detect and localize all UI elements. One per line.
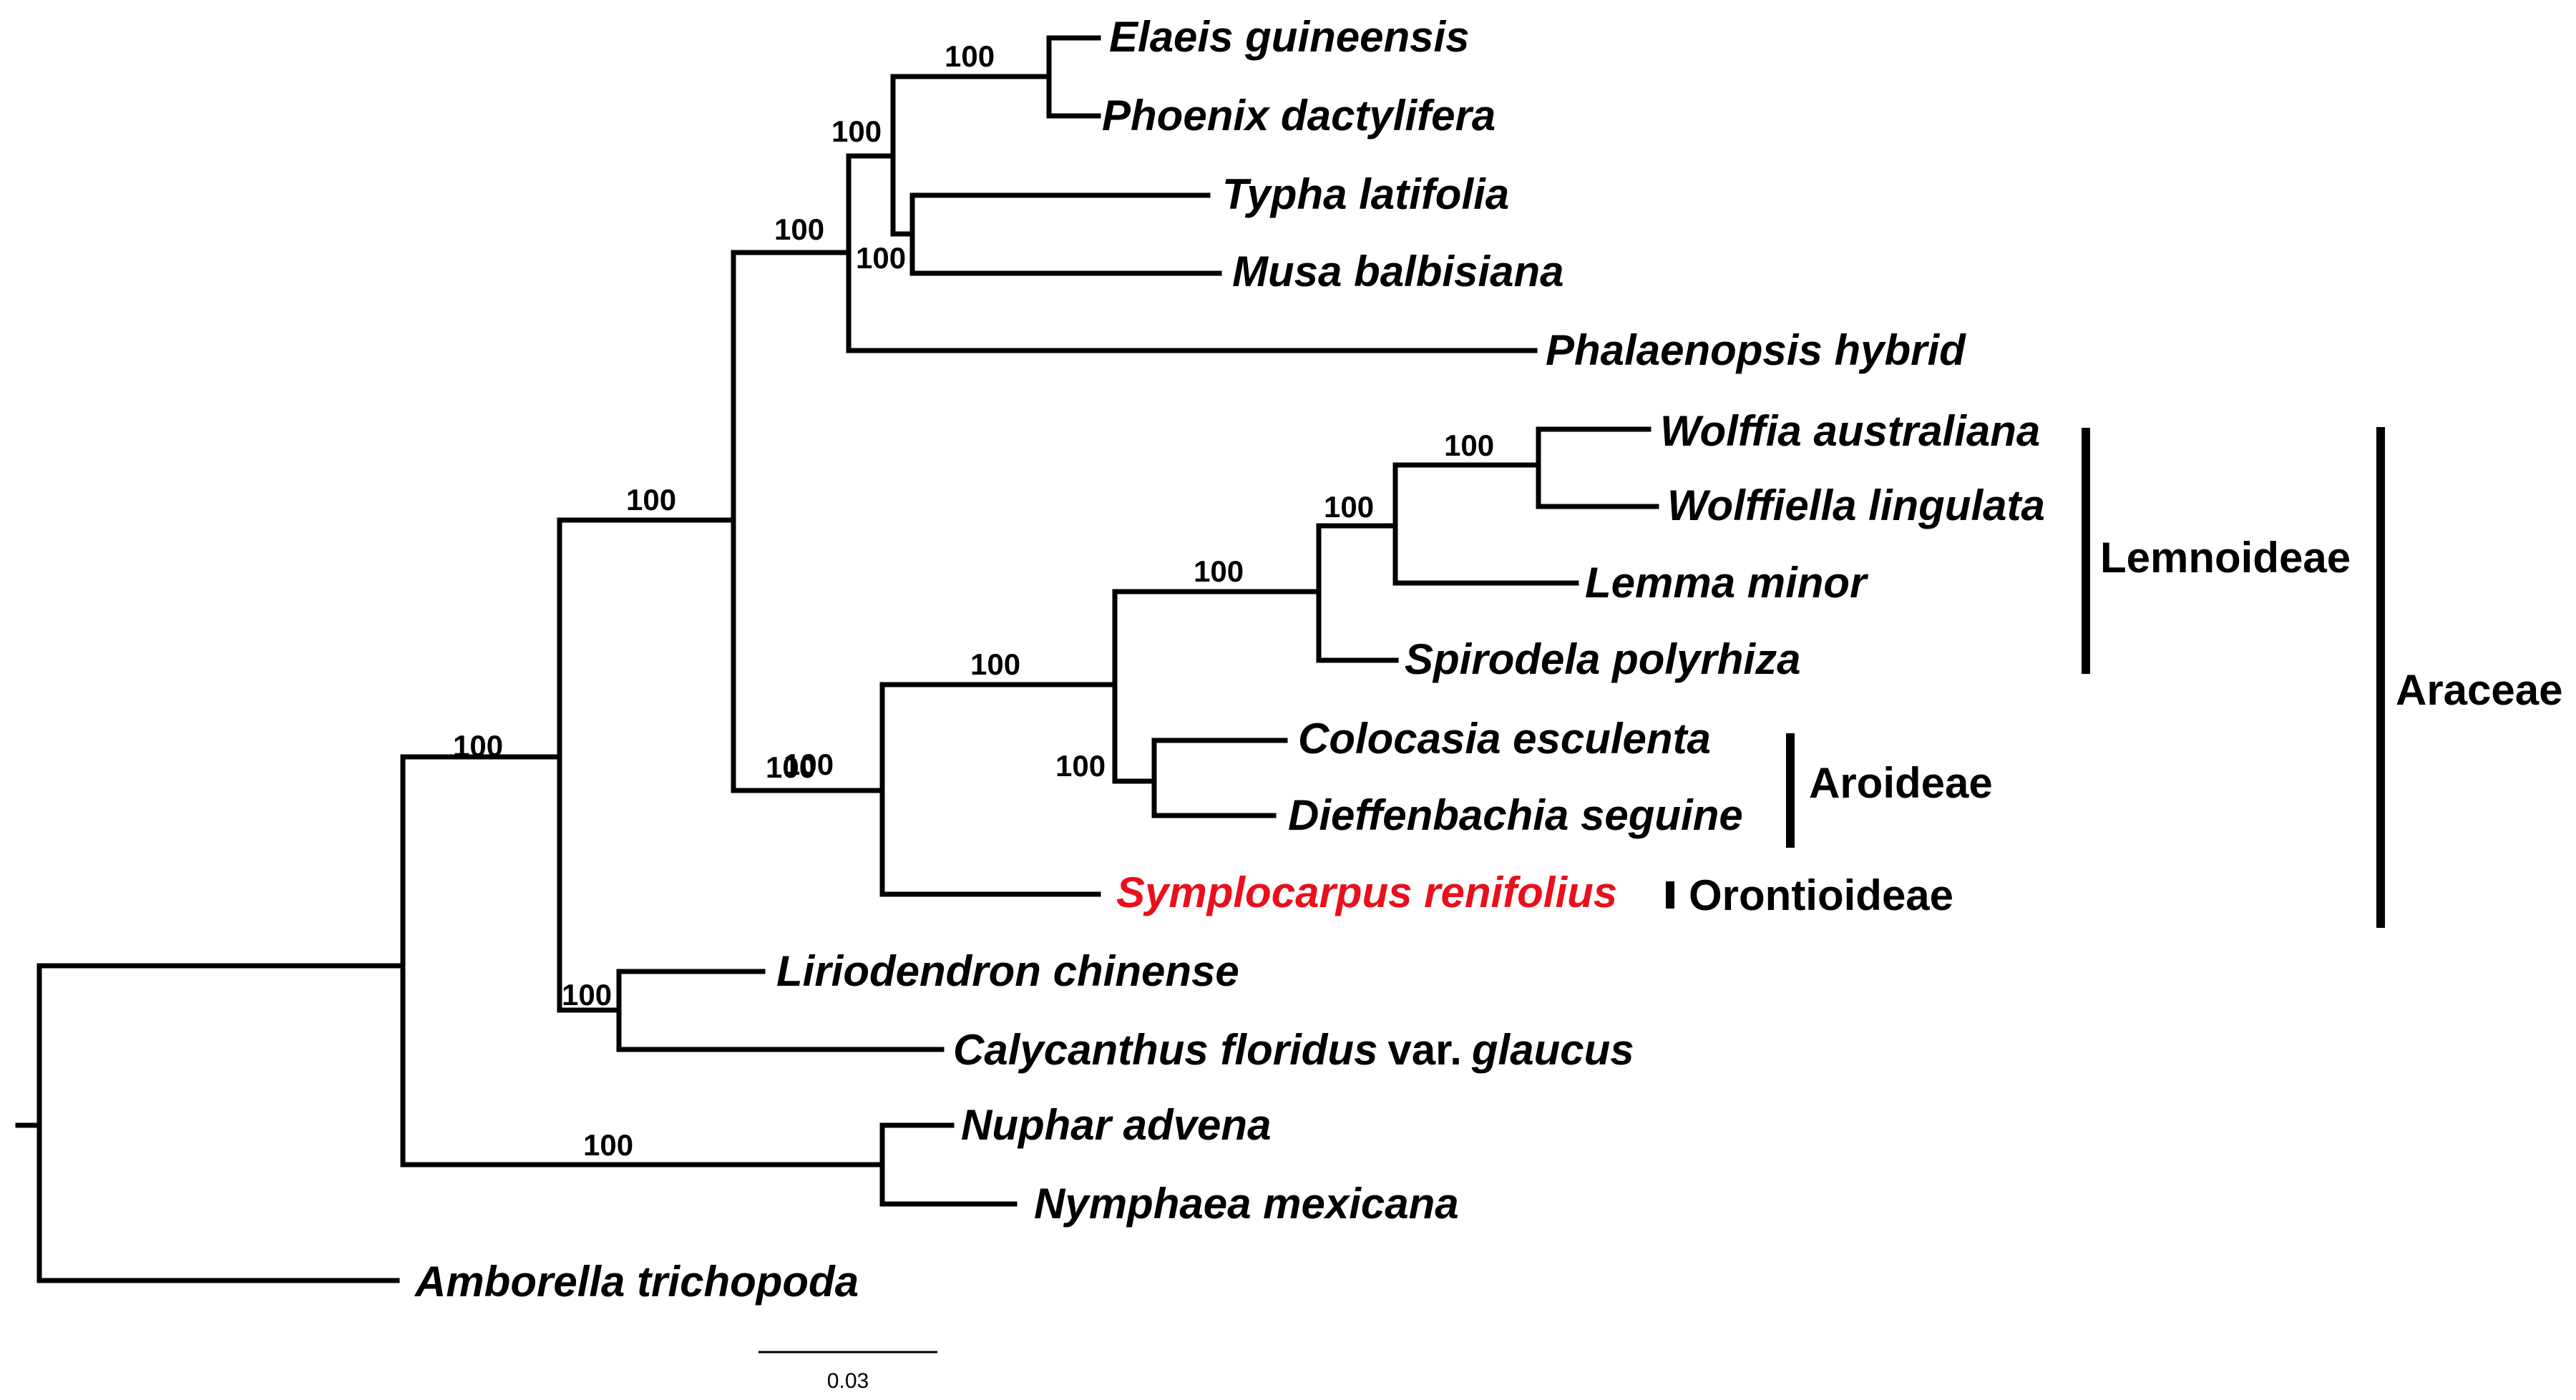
taxon-label-liriodendron: Liriodendron chinense: [776, 947, 1239, 995]
clade-labels: Lemnoideae Aroideae Orontioideae Araceae: [1689, 534, 2563, 919]
taxon-label-symplocarpus: Symplocarpus renifolius: [1116, 868, 1617, 916]
clade-label-aroideae: Aroideae: [1809, 759, 1993, 807]
taxon-label-nuphar: Nuphar advena: [961, 1101, 1271, 1149]
taxon-label-wolffiella: Wolffiella lingulata: [1667, 481, 2045, 529]
support-value: 100: [774, 212, 824, 246]
support-value: 100: [856, 241, 906, 275]
support-values: 100 100 100 100 100 100 100 100 100 100 …: [453, 39, 1494, 1162]
taxon-label-nymphaea: Nymphaea mexicana: [1034, 1180, 1459, 1228]
support-value: 100: [970, 647, 1020, 681]
taxon-label-musa: Musa balbisiana: [1232, 248, 1563, 295]
scale-bar-label: 0.03: [827, 1369, 869, 1393]
clade-brackets: [1666, 427, 2385, 928]
support-value: 100: [453, 729, 503, 763]
taxon-label-typha: Typha latifolia: [1222, 170, 1509, 218]
support-value: 100: [562, 978, 612, 1012]
taxon-label-spirodela: Spirodela polyrhiza: [1405, 635, 1800, 683]
support-value: 100: [766, 750, 816, 784]
taxon-label-colocasia: Colocasia esculenta: [1298, 715, 1711, 763]
rank-abbreviation: var.: [1387, 1026, 1461, 1074]
clade-label-araceae: Araceae: [2396, 666, 2563, 714]
tree-branches: [15, 35, 1659, 1283]
taxon-label-wolffia: Wolffia australiana: [1660, 407, 2040, 455]
scale-bar: 0.03: [758, 1351, 937, 1393]
taxon-label-elaeis: Elaeis guineensis: [1109, 13, 1470, 61]
taxon-labels: Elaeis guineensis Phoenix dactylifera Ty…: [414, 13, 2045, 1306]
taxon-label-dieffenbachia: Dieffenbachia seguine: [1288, 791, 1743, 839]
clade-label-lemnoideae: Lemnoideae: [2100, 534, 2351, 582]
taxon-label-phalaenopsis: Phalaenopsis hybrid: [1546, 326, 1966, 374]
support-value: 100: [1444, 429, 1494, 462]
support-value: 100: [784, 748, 834, 781]
support-value: 100: [1324, 490, 1374, 524]
clade-label-orontioideae: Orontioideae: [1689, 871, 1953, 919]
support-value: 100: [626, 483, 676, 517]
taxon-label-lemma: Lemma minor: [1585, 559, 1869, 607]
support-value: 100: [1194, 554, 1244, 588]
support-value: 100: [583, 1128, 633, 1162]
taxon-label-phoenix: Phoenix dactylifera: [1102, 92, 1496, 139]
support-value: 100: [1055, 749, 1106, 783]
support-value: 100: [945, 39, 995, 73]
support-value: 100: [831, 114, 882, 148]
taxon-label-amborella: Amborella trichopoda: [414, 1258, 859, 1306]
